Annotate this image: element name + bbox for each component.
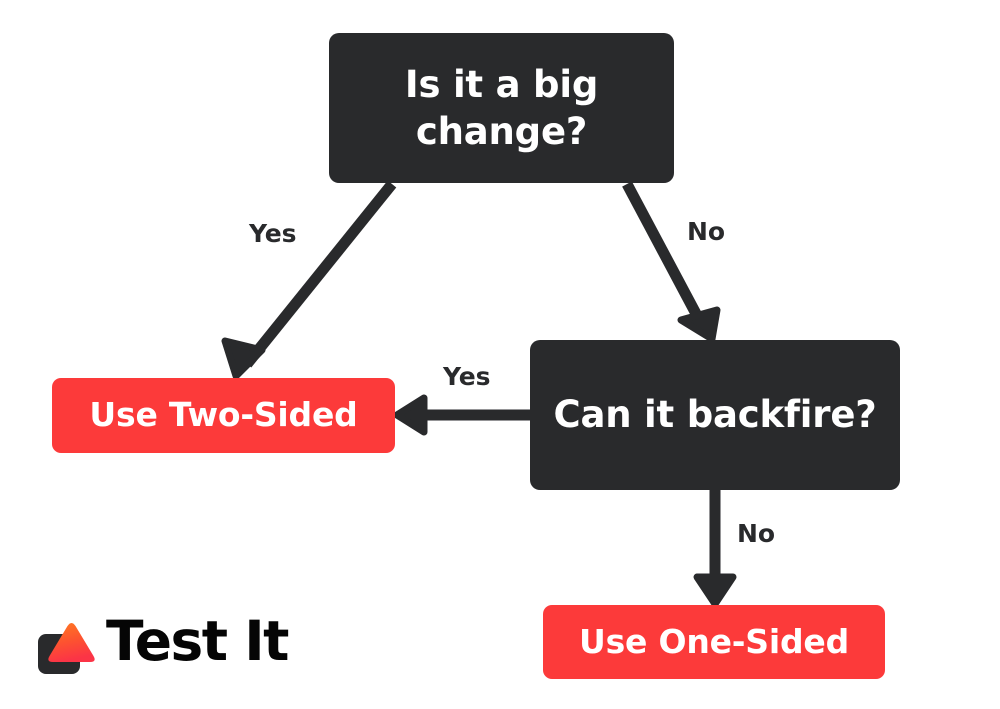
logo-wordmark: Test It — [106, 609, 289, 673]
node-is-it-a-big-change[interactable]: Is it a big change? — [329, 33, 674, 183]
edge-big-change-yes-arrow — [221, 180, 397, 380]
node-can-it-backfire[interactable]: Can it backfire? — [530, 340, 900, 490]
brand-logo[interactable]: Test It — [36, 609, 316, 674]
edge-label-big-change-no: No — [687, 217, 725, 246]
logo-mark-icon — [38, 623, 95, 674]
edge-big-change-no-arrow — [622, 181, 721, 343]
edge-label-backfire-yes: Yes — [443, 362, 491, 391]
edge-label-backfire-no: No — [737, 519, 775, 548]
node-use-two-sided[interactable]: Use Two-Sided — [52, 378, 395, 453]
edge-backfire-no-arrow — [693, 490, 737, 608]
edge-backfire-yes-arrow — [393, 394, 530, 436]
node-use-one-sided[interactable]: Use One-Sided — [543, 605, 885, 679]
edge-label-big-change-yes: Yes — [249, 219, 297, 248]
